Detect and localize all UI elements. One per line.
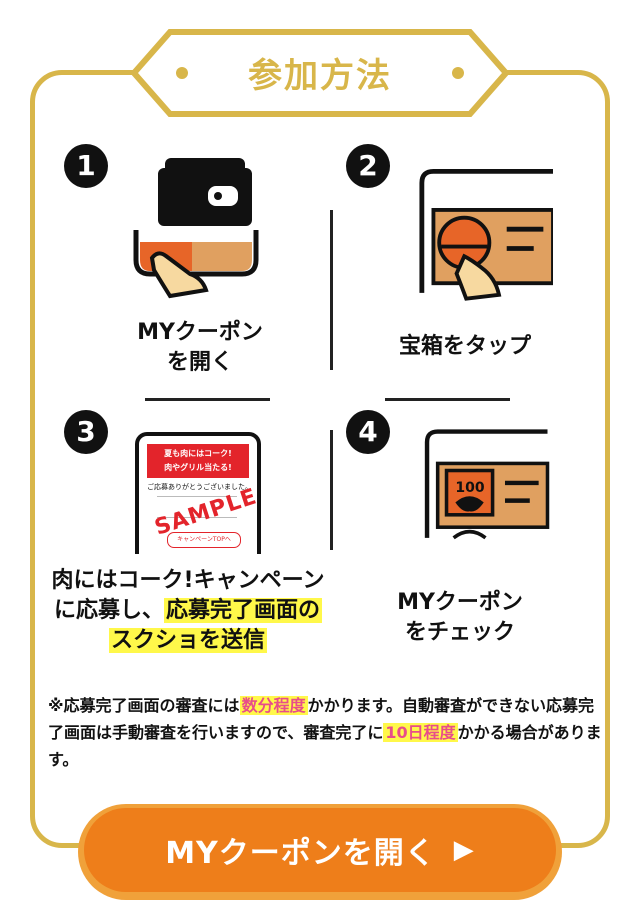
coupon-check-icon [424, 429, 550, 540]
note-highlight-minutes: 数分程度 [239, 696, 308, 715]
open-my-coupon-label: MYクーポンを開く [165, 836, 436, 871]
step-4-caption: MYクーポン をチェック [360, 588, 560, 648]
phone-screenshot: 夏も肉にはコーク! 肉やグリル当たる! ご応募ありがとうございました。 SAMP… [135, 432, 261, 554]
step-3-caption-line2: に応募し、応募完了画面の [38, 596, 338, 626]
step-3-number: 3 [64, 410, 108, 454]
step-3-caption-line2a: に応募し、 [53, 598, 164, 623]
thanks-message: ご応募ありがとうございました。 [147, 483, 252, 491]
step-3-caption: 肉にはコーク!キャンペーン に応募し、応募完了画面の スクショを送信 [38, 566, 338, 656]
divider-vertical-top [330, 210, 333, 370]
placeholder-lines [157, 496, 237, 518]
note-middle: かかります。自動審査ができない応募完了画面は手動審査を行いますので、審査完了に [48, 696, 594, 742]
review-note: ※応募完了画面の審査には数分程度かかります。自動審査ができない応募完了画面は手動… [48, 692, 604, 773]
campaign-top-link: キャンペーンTOPへ [167, 532, 241, 548]
step-1-caption: MYクーポン を開く [80, 318, 320, 378]
step-3-caption-line1: 肉にはコーク!キャンペーン [51, 568, 325, 593]
step-4-number: 4 [346, 410, 390, 454]
divider-vertical-bottom [330, 430, 333, 550]
divider-horizontal-right [385, 398, 510, 401]
wallet-tap-icon [133, 158, 259, 299]
campaign-banner: 夏も肉にはコーク! 肉やグリル当たる! [147, 444, 249, 478]
title-dot-left [176, 67, 188, 79]
banner-line1: 夏も肉にはコーク! [164, 449, 232, 458]
step-2-caption: 宝箱をタップ [360, 332, 570, 362]
step-3-caption-line3: スクショを送信 [38, 626, 338, 656]
step-1-number: 1 [64, 144, 108, 188]
step-2-caption-line1: 宝箱をタップ [398, 334, 531, 359]
step-4-caption-line2: をチェック [404, 620, 515, 645]
open-my-coupon-button[interactable]: MYクーポンを開く ▶ [84, 808, 556, 892]
treasure-box-tap-icon [419, 168, 553, 301]
title-dot-right [452, 67, 464, 79]
instructions-frame [30, 70, 610, 848]
banner-line2: 肉やグリル当たる! [164, 463, 232, 472]
step-2-number: 2 [346, 144, 390, 188]
note-highlight-days: 10日程度 [383, 723, 458, 742]
note-prefix: ※応募完了画面の審査には [48, 696, 240, 715]
page-title: 参加方法 [248, 56, 392, 96]
step-4-caption-line1: MYクーポン [397, 590, 523, 615]
step-1-caption-line2: を開く [166, 350, 233, 375]
step-3-caption-line2b: 応募完了画面の [164, 598, 323, 623]
title-badge [130, 29, 510, 117]
play-arrow-icon: ▶ [453, 835, 475, 865]
step-1-caption-line1: MYクーポン [137, 320, 263, 345]
coupon-value: 100 [455, 480, 485, 496]
note-suffix: かかる場合があります。 [48, 723, 602, 769]
step-3-caption-line3-text: スクショを送信 [108, 628, 267, 653]
divider-horizontal-left [145, 398, 270, 401]
